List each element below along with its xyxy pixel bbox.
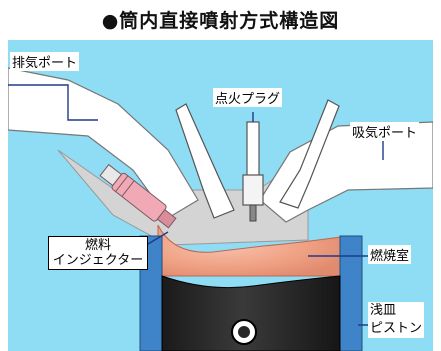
- label-combustion-chamber: 燃焼室: [368, 245, 412, 264]
- piston: [161, 275, 341, 351]
- label-fuel-injector: 燃料 インジェクター: [48, 236, 148, 270]
- exhaust-port-leader: [8, 84, 98, 121]
- label-exhaust-port: 排気ポート: [10, 52, 80, 71]
- label-spark-plug: 点火プラグ: [213, 88, 283, 107]
- exhaust-valve: [175, 103, 235, 219]
- spark-plug-electrode: [249, 204, 257, 222]
- diagram-title: ●筒内直接噴射方式構造図: [101, 10, 340, 32]
- exhaust-port-duct: [8, 67, 199, 219]
- engine-diagram: 排気ポート 点火プラグ 吸気ポート 燃料 インジェクター 燃焼室 浅皿 ピストン: [8, 40, 433, 351]
- label-intake-port: 吸気ポート: [350, 122, 420, 141]
- fuel-injector: [99, 163, 177, 229]
- intake-valve: [279, 99, 340, 209]
- label-shallow-dish-piston: 浅皿 ピストン: [368, 302, 425, 338]
- spark-plug-thread: [242, 174, 264, 206]
- cylinder-wall-right: [339, 235, 363, 351]
- piston-pin-inner: [238, 326, 250, 338]
